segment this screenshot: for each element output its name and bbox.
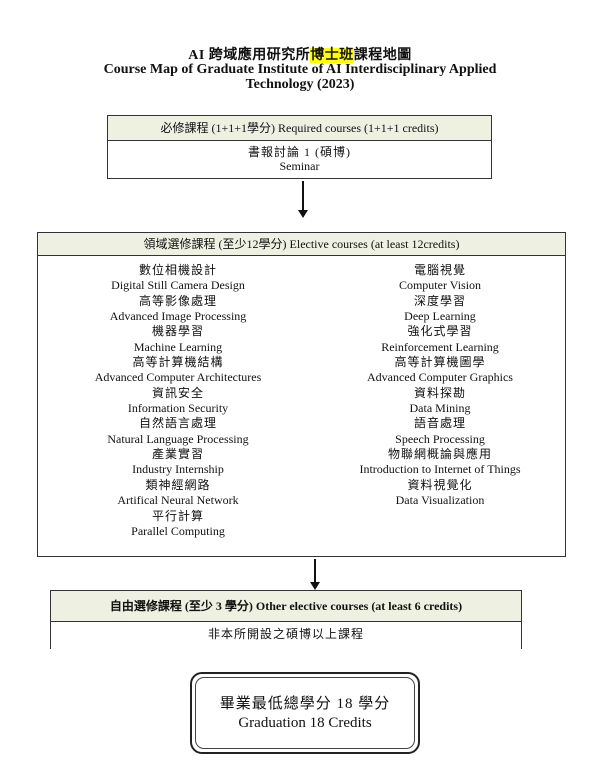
- other-elective-header: 自由選修課程 (至少 3 學分) Other elective courses …: [51, 591, 521, 622]
- course-name-zh: 產業實習: [151, 447, 204, 462]
- other-elective-box: 自由選修課程 (至少 3 學分) Other elective courses …: [50, 590, 522, 649]
- course-name-zh: 資料探勘: [413, 385, 466, 400]
- course-name-en: Advanced Computer Architectures: [94, 370, 262, 385]
- title-zh-prefix: AI 跨域應用研究所: [188, 48, 311, 63]
- course-name-zh: 深度學習: [413, 293, 466, 308]
- title-english: Course Map of Graduate Institute of AI I…: [103, 62, 497, 92]
- required-courses-body: 書報討論 1 (碩博) Seminar: [108, 141, 491, 173]
- course-name-en: Information Security: [127, 401, 229, 416]
- arrow-down-1: [298, 181, 308, 218]
- course-name-en: Reinforcement Learning: [381, 339, 499, 354]
- course-name-zh: 平行計算: [151, 508, 204, 523]
- course-name-zh: 數位相機設計: [138, 263, 217, 277]
- course-name-zh: 語音處理: [413, 416, 466, 431]
- course-name-en: Deep Learning: [404, 309, 476, 324]
- course-name-en: Advanced Image Processing: [109, 309, 247, 324]
- graduation-inner-border: [195, 677, 415, 749]
- course-name-zh: 自然語言處理: [138, 416, 217, 431]
- required-course-zh: 書報討論 1 (碩博): [248, 145, 351, 159]
- course-name-en: Digital Still Camera Design: [111, 278, 245, 293]
- course-name-zh: 資訊安全: [151, 385, 204, 400]
- graduation-en: Graduation 18 Credits: [238, 715, 372, 731]
- title-zh-highlight: 博士班: [310, 48, 354, 63]
- graduation-credits-box: 畢業最低總學分 18 學分 Graduation 18 Credits: [190, 672, 420, 754]
- course-name-zh: 資料視覺化: [407, 477, 473, 492]
- course-name-en: Machine Learning: [133, 339, 223, 354]
- course-name-zh: 類神經網路: [145, 477, 211, 492]
- title-zh-suffix: 課程地圖: [353, 48, 412, 63]
- course-name-en: Industry Internship: [132, 462, 224, 477]
- course-name-zh: 電腦視覺: [413, 263, 466, 277]
- graduation-zh: 畢業最低總學分 18 學分: [219, 696, 391, 712]
- course-name-zh: 機器學習: [151, 324, 204, 339]
- course-name-zh: 強化式學習: [407, 324, 473, 339]
- course-name-zh: 高等計算機圖學: [394, 355, 486, 370]
- course-name-en: Speech Processing: [395, 431, 485, 446]
- required-course-en: Seminar: [279, 159, 320, 173]
- course-name-en: Parallel Computing: [131, 523, 225, 538]
- course-name-en: Advanced Computer Graphics: [367, 370, 513, 385]
- course-name-en: Computer Vision: [398, 278, 482, 293]
- required-courses-box: 必修課程 (1+1+1學分) Required courses (1+1+1 c…: [107, 115, 492, 179]
- course-name-en: Data Mining: [409, 401, 471, 416]
- course-name-en: Data Visualization: [395, 493, 485, 508]
- arrow-down-2: [310, 559, 320, 590]
- course-name-en: Introduction to Internet of Things: [359, 462, 521, 477]
- course-name-zh: 高等影像處理: [138, 293, 217, 308]
- required-courses-header: 必修課程 (1+1+1學分) Required courses (1+1+1 c…: [108, 116, 491, 141]
- course-name-zh: 物聯網概論與應用: [387, 447, 492, 462]
- course-name-en: Natural Language Processing: [107, 431, 249, 446]
- other-elective-note: 非本所開設之碩博以上課程: [207, 627, 364, 641]
- title-chinese: AI 跨域應用研究所博士班課程地圖: [0, 44, 600, 64]
- elective-courses-box: 領域選修課程 (至少12學分) Elective courses (at lea…: [37, 232, 566, 557]
- course-name-zh: 高等計算機結構: [132, 355, 224, 370]
- elective-courses-header: 領域選修課程 (至少12學分) Elective courses (at lea…: [38, 233, 565, 256]
- course-name-en: Artifical Neural Network: [117, 493, 239, 508]
